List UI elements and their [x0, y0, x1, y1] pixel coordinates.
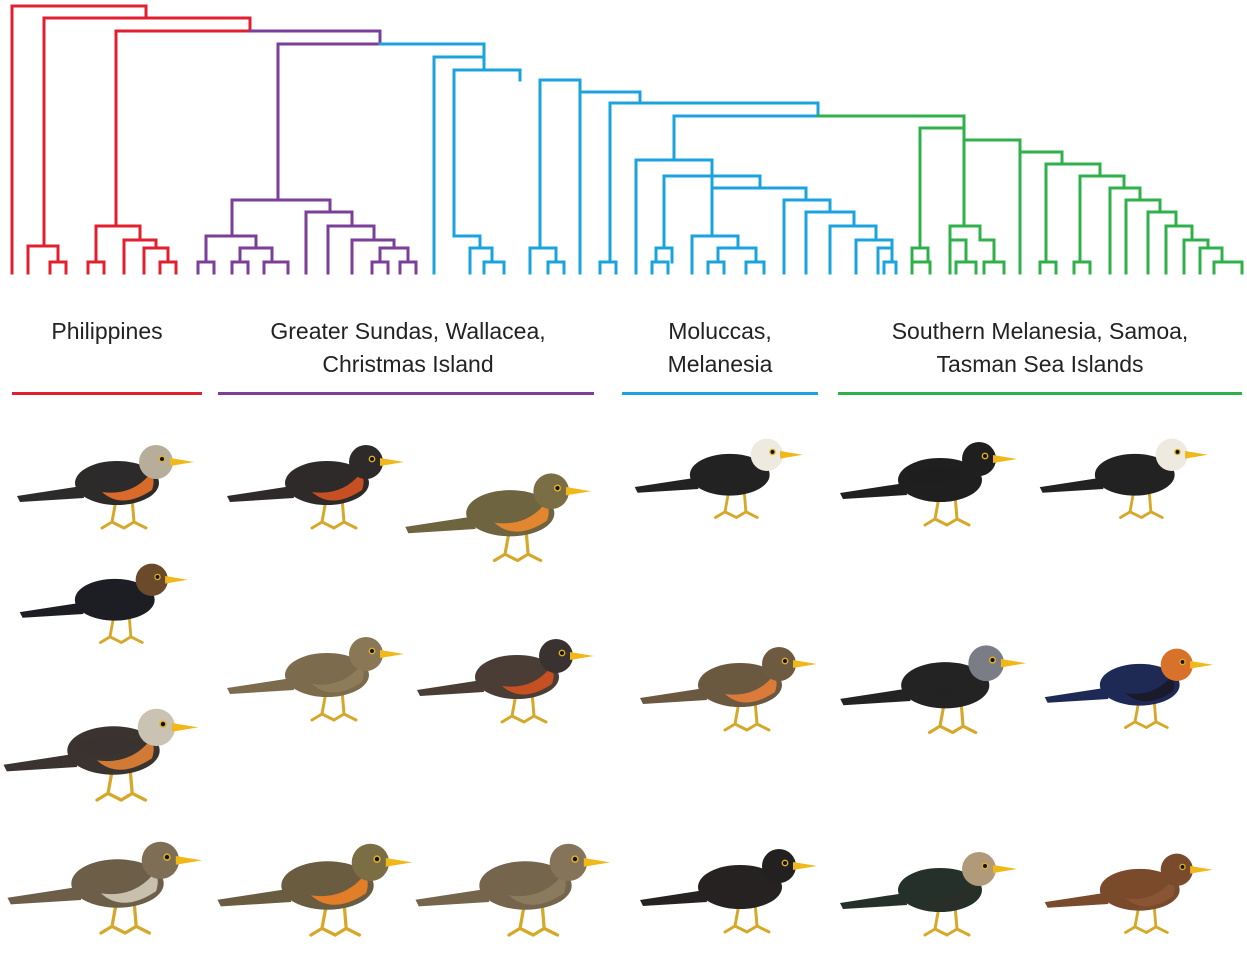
- pale-throated-rufous-thrush-icon: [640, 647, 817, 730]
- black-thrush-icon: [840, 442, 1017, 525]
- brown-thrush-icon: [227, 637, 404, 720]
- dark-rufous-thrush-icon: [227, 445, 404, 528]
- white-headed-black-thrush-icon: [635, 439, 803, 518]
- grey-headed-rufous-belly-thrush-icon: [3, 709, 198, 800]
- olive-rufous-thrush-icon: [218, 844, 413, 935]
- white-headed-black-thrush-icon: [1040, 439, 1208, 518]
- black-thrush-icon: [640, 849, 817, 932]
- brown-headed-black-thrush-icon: [20, 564, 188, 643]
- tan-headed-dark-thrush-icon: [840, 852, 1017, 935]
- pale-throated-brown-thrush-icon: [7, 842, 202, 933]
- orange-headed-blue-thrush-icon: [1045, 649, 1213, 728]
- grey-headed-black-thrush-icon: [840, 645, 1026, 732]
- rufous-brown-thrush-icon: [1045, 854, 1213, 933]
- olive-rufous-thrush-icon: [405, 473, 591, 560]
- brown-thrush-icon: [416, 844, 611, 935]
- dark-rufous-thrush-icon: [417, 639, 594, 722]
- grey-headed-rufous-belly-thrush-icon: [17, 445, 194, 528]
